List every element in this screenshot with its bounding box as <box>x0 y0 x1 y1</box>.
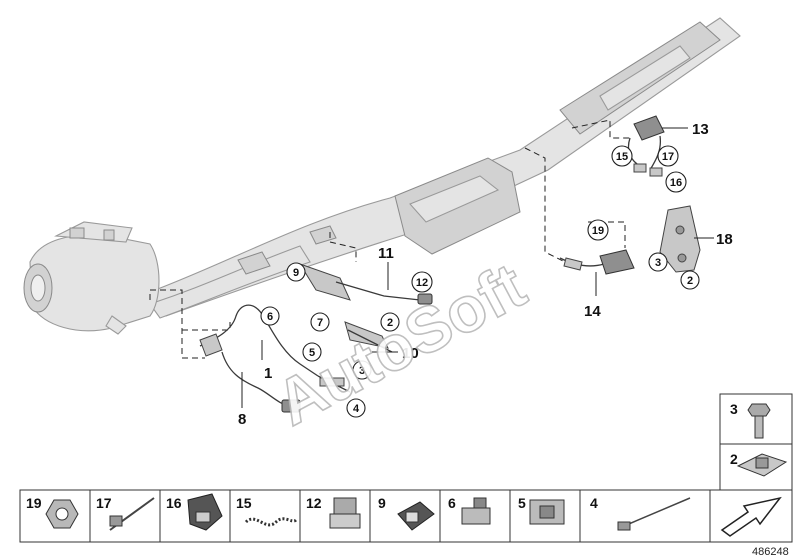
callout-10: 10 <box>402 345 419 362</box>
plug-part-icon <box>461 497 491 525</box>
legend-12: 12 <box>306 495 322 511</box>
callout-11: 11 <box>378 245 394 262</box>
exhaust-assembly-drawing <box>23 17 741 335</box>
circled-callout-16: 16 <box>665 171 687 193</box>
legend-side-2: 2 <box>730 451 738 467</box>
circled-callout-3a: 3 <box>352 360 372 380</box>
circled-callout-2b: 2 <box>680 270 700 290</box>
svg-text:7: 7 <box>317 317 323 329</box>
direction-arrow-icon <box>720 496 782 537</box>
callout-18: 18 <box>716 231 733 248</box>
callout-13: 13 <box>692 121 709 138</box>
legend-16: 16 <box>166 495 182 511</box>
legend-19: 19 <box>26 495 42 511</box>
cable-strap-part-icon <box>244 517 298 527</box>
plug-housing-part-icon <box>529 499 565 525</box>
circled-callout-9: 9 <box>286 262 306 282</box>
bracket-clip-part-icon <box>397 501 435 531</box>
svg-text:17: 17 <box>662 151 674 163</box>
clip-nut-part-icon <box>736 453 788 477</box>
connector-part-icon <box>329 497 361 529</box>
legend-17: 17 <box>96 495 112 511</box>
nut-part-icon <box>45 499 79 529</box>
circled-callout-2a: 2 <box>380 312 400 332</box>
circled-callout-19: 19 <box>587 219 609 241</box>
svg-text:19: 19 <box>592 225 604 237</box>
legend-4: 4 <box>590 495 598 511</box>
svg-text:4: 4 <box>353 403 360 415</box>
svg-text:15: 15 <box>616 151 628 163</box>
svg-text:3: 3 <box>655 257 661 269</box>
svg-text:5: 5 <box>309 347 315 359</box>
circled-callouts: 2 2 3 3 4 5 6 7 9 12 15 16 17 19 <box>260 145 700 418</box>
circled-callout-17: 17 <box>657 145 679 167</box>
sensor-wire-part-icon <box>617 497 691 531</box>
circled-callout-5: 5 <box>302 342 322 362</box>
circled-callout-7: 7 <box>310 312 330 332</box>
circled-callout-3b: 3 <box>648 252 668 272</box>
legend-6: 6 <box>448 495 456 511</box>
sensor-parts <box>199 115 701 413</box>
holder-part-icon <box>187 493 223 531</box>
legend-bottom: 19 17 16 15 12 9 6 5 4 <box>19 489 793 543</box>
svg-text:3: 3 <box>359 365 365 377</box>
legend-15: 15 <box>236 495 252 511</box>
legend-5: 5 <box>518 495 526 511</box>
svg-text:6: 6 <box>267 311 273 323</box>
leader-lines <box>241 127 714 408</box>
circled-callout-15: 15 <box>611 145 633 167</box>
circled-callout-12: 12 <box>411 271 433 293</box>
callout-1: 1 <box>264 365 272 382</box>
cable-tie-part-icon <box>109 497 155 531</box>
legend-side-3: 3 <box>730 401 738 417</box>
legend-9: 9 <box>378 495 386 511</box>
svg-text:12: 12 <box>416 277 428 289</box>
svg-text:9: 9 <box>293 267 299 279</box>
svg-text:2: 2 <box>687 275 693 287</box>
svg-text:16: 16 <box>670 177 682 189</box>
circled-callout-6: 6 <box>260 306 280 326</box>
legend-side: 3 2 <box>719 393 793 491</box>
callout-numbers: 1 8 10 11 13 14 18 <box>238 121 733 428</box>
circled-callout-4: 4 <box>346 398 366 418</box>
svg-text:2: 2 <box>387 317 393 329</box>
watermark: AutoSoft <box>264 249 536 439</box>
callout-8: 8 <box>238 411 246 428</box>
doc-number: 486248 <box>752 546 789 558</box>
bolt-part-icon <box>747 403 771 439</box>
callout-14: 14 <box>584 303 601 320</box>
